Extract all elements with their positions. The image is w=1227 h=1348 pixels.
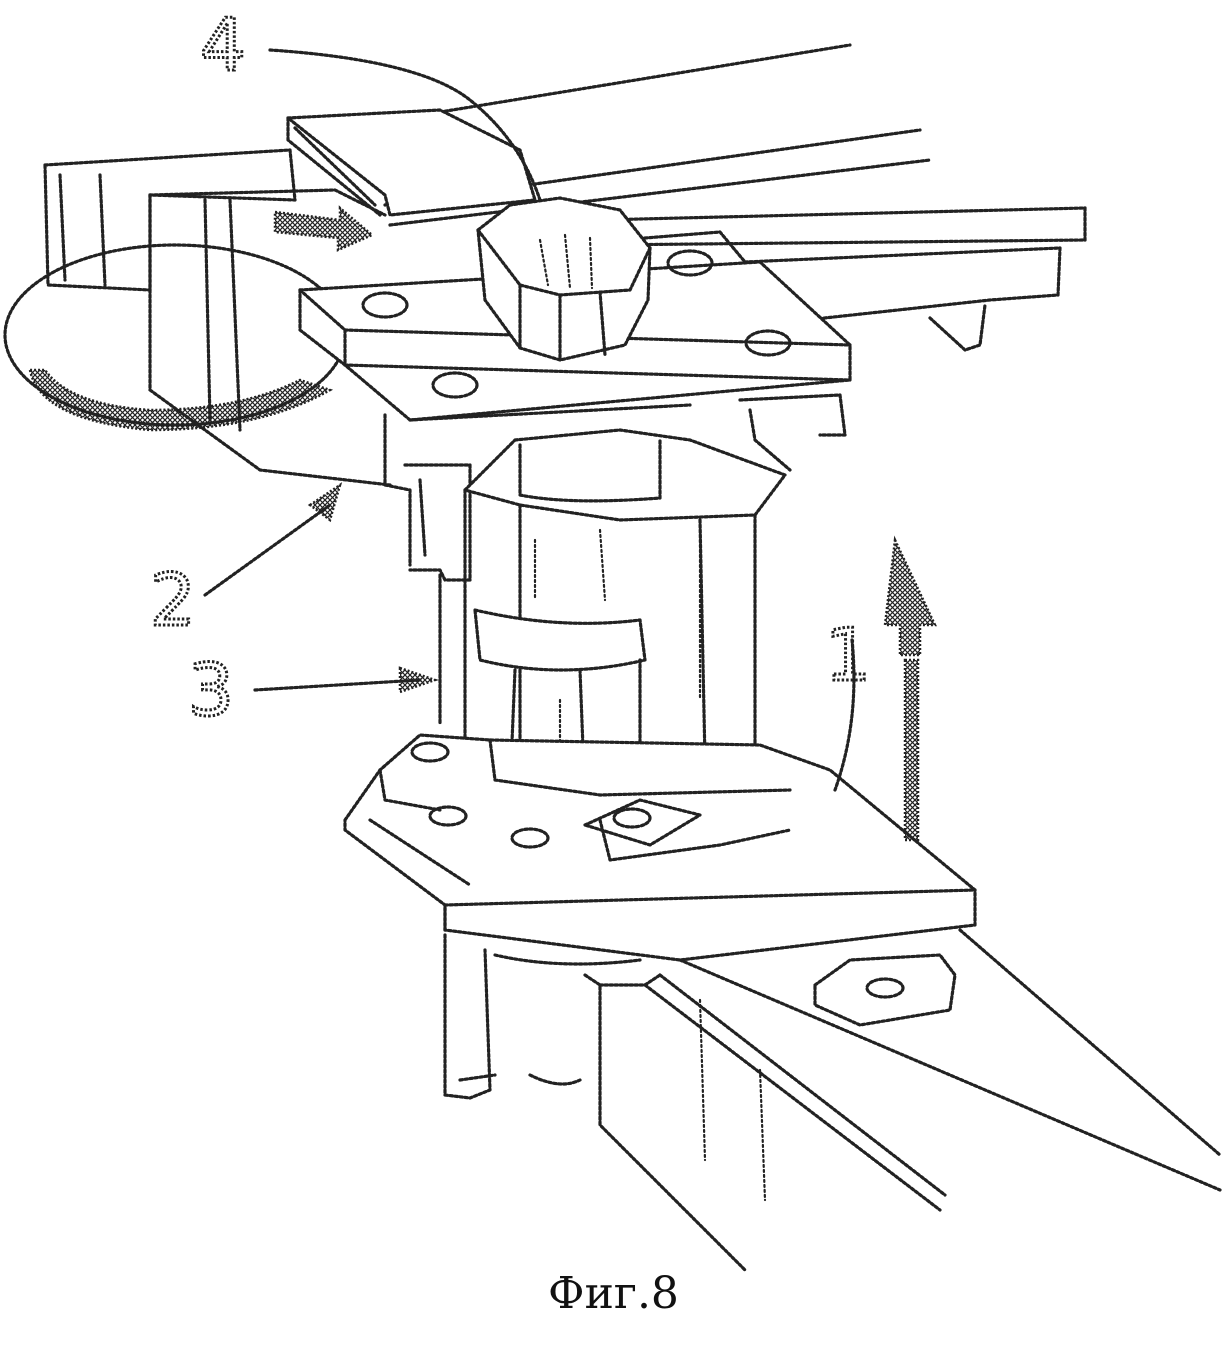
base-hole-4 — [612, 807, 652, 829]
lower-beam — [443, 928, 1222, 1272]
reference-label-3: 3 — [188, 648, 234, 732]
lift-arrow-shaft — [903, 658, 920, 842]
left-disc-body — [3, 148, 392, 487]
leader-line-1 — [833, 638, 856, 792]
arrowhead-2 — [307, 482, 343, 523]
plate-hole-1 — [361, 291, 409, 319]
reference-label-2: 2 — [150, 558, 196, 642]
plate-hole-4 — [744, 329, 792, 357]
upper-rail-assembly — [286, 43, 1087, 352]
leader-line-3 — [253, 678, 422, 692]
base-hole-3 — [510, 827, 550, 849]
pad-hole — [865, 977, 905, 999]
plate-hole-3 — [666, 249, 714, 277]
hanger-bracket — [383, 393, 847, 582]
leader-line-4 — [268, 48, 542, 202]
lower-base-plate — [343, 733, 977, 962]
top-mounting-plate — [298, 196, 852, 422]
reference-label-1: 1 — [825, 613, 871, 697]
leader-line-2 — [203, 503, 332, 597]
base-hole-2 — [428, 805, 468, 827]
central-column — [438, 428, 787, 802]
reference-label-4: 4 — [200, 3, 246, 87]
plate-hole-2 — [431, 371, 479, 399]
lift-arrow-head — [883, 535, 937, 657]
base-hole-1 — [410, 741, 450, 763]
arrowhead-3 — [398, 666, 439, 694]
annotations: 4 2 3 1 — [149, 2, 937, 842]
figure-caption: Фиг.8 — [548, 1268, 679, 1319]
